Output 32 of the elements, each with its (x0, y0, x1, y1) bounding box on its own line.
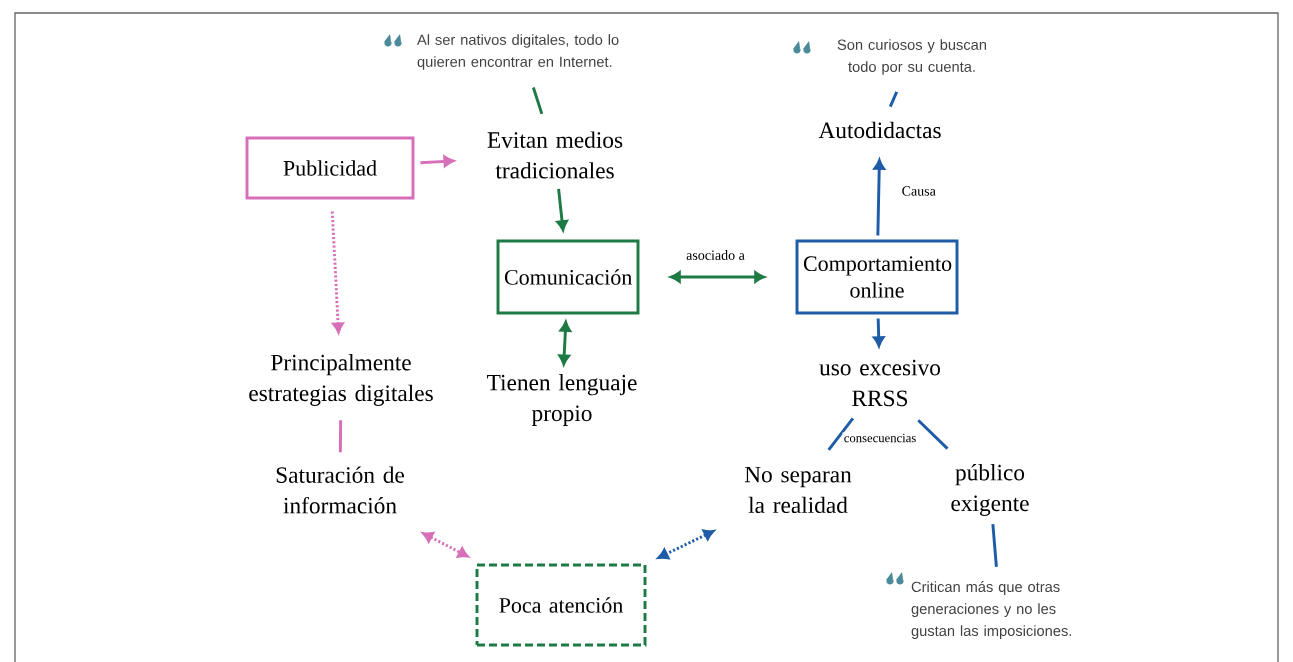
arrow (657, 529, 715, 560)
connector-line (338, 420, 343, 453)
arrow (872, 318, 885, 348)
arrow (670, 271, 765, 283)
concept-box: Poca atención (475, 563, 647, 647)
connector-line (917, 419, 949, 450)
concept-text: uso excesivo RRSS (819, 359, 940, 407)
quote-text: Critican más que otras generaciones y no les gustan las imposiciones. (911, 581, 1072, 639)
concept-text: No separan la realidad (744, 466, 852, 514)
annotation-label: consecuencias (842, 432, 918, 444)
concept-text: Evitan medios tradicionales (487, 131, 623, 179)
concept-text: Saturación de información (276, 466, 404, 514)
arrow (556, 188, 568, 232)
connector-line (531, 87, 544, 115)
connector-line (888, 91, 899, 108)
concept-text: Autodidactas (818, 121, 941, 139)
connector-line (827, 417, 855, 451)
quote-text: Al ser nativos digitales, todo lo quieren encontrar en Internet. (417, 34, 619, 70)
connector-line (991, 524, 998, 567)
arrow (330, 211, 344, 334)
arrow (558, 321, 572, 366)
arrow (422, 531, 469, 558)
arrow (420, 155, 455, 168)
edge-label: Causa (899, 184, 938, 198)
concept-text: Tienen lenguaje propio (487, 374, 637, 426)
concept-text: público exigente (951, 464, 1029, 516)
edge-label: asociado a (684, 248, 747, 262)
concept-box: Comportamiento online (795, 239, 959, 315)
quote-text: Son curiosos y buscan todo por su cuenta. (837, 39, 986, 75)
concept-box: Comunicación (496, 239, 640, 315)
concept-box: Publicidad (245, 136, 415, 200)
concept-text: Principalmente estrategias digitales (249, 354, 433, 406)
